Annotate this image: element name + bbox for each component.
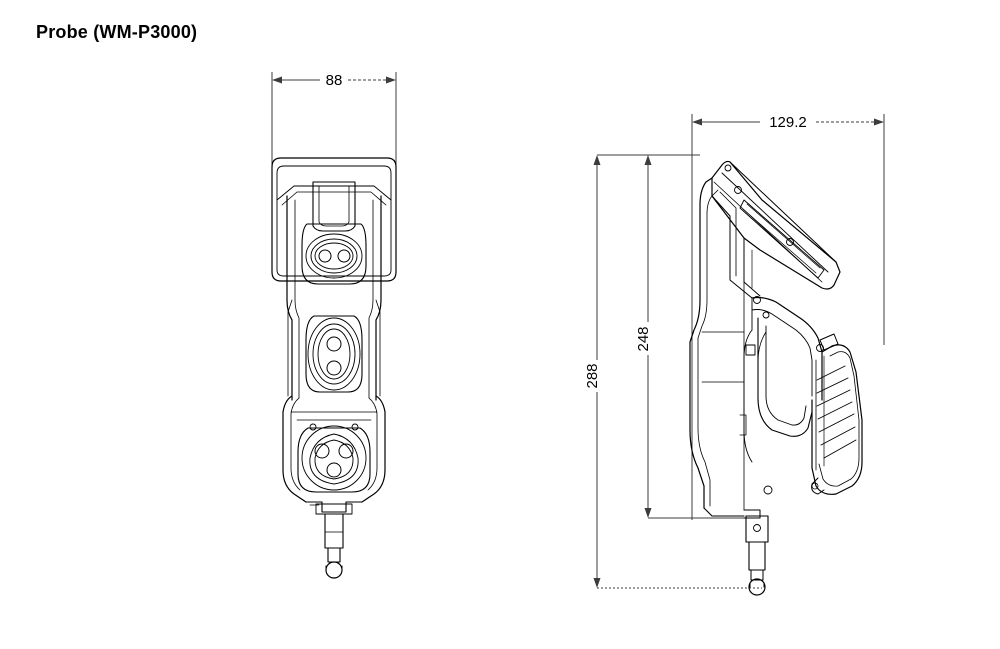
screen-panel: [739, 199, 825, 279]
lower-connector-ring-mid: [309, 433, 359, 485]
arrowhead-bottom: [644, 508, 652, 518]
body-screw-3: [816, 344, 824, 352]
screen-line-2: [742, 208, 817, 274]
head-side-inner: [719, 191, 737, 277]
base-left: [703, 507, 745, 517]
waist-left: [287, 299, 293, 397]
body-left-contour-inner: [697, 189, 719, 507]
lower-connector-pin-3: [326, 462, 342, 478]
top-plate-outline: [271, 157, 397, 282]
probe-shaft-side-lower: [750, 569, 764, 581]
arrowhead-top: [593, 155, 601, 165]
dimension-label-129-2: 129.2: [769, 114, 807, 131]
clip-tab: [312, 181, 356, 232]
body-right-inner-lower: [367, 397, 378, 491]
guard-loop-outer: [757, 317, 813, 437]
body-left-edge-lower: [282, 395, 307, 503]
mid-connector-boss: [305, 315, 363, 393]
base-collar-top: [743, 509, 761, 519]
probe-shaft: [324, 513, 344, 549]
probe-shaft-lower: [327, 547, 341, 563]
arrowhead-top: [644, 155, 652, 165]
probe-tip: [325, 561, 343, 579]
guard-loop-inner: [765, 325, 807, 426]
body-button: [745, 344, 756, 356]
mid-connector-pin-1: [326, 336, 342, 352]
guard-upper-outer: [751, 296, 823, 401]
body-left-inner-lower: [290, 397, 301, 491]
head-side-edge: [711, 195, 753, 299]
lower-connector-pin-2: [338, 443, 354, 459]
probe-tip-side-shoulders: [749, 582, 765, 588]
grip-inner: [818, 351, 860, 487]
guard-upper-inner: [751, 309, 813, 397]
body-screw-2: [762, 311, 770, 319]
body-left-contour: [689, 177, 713, 509]
page-title: Probe (WM-P3000): [36, 22, 198, 42]
grip-outline: [811, 344, 863, 495]
grip-top-knob: [819, 333, 839, 351]
head-button: [724, 164, 732, 172]
collar-screw: [753, 524, 761, 532]
dimension-label-88: 88: [326, 72, 343, 89]
lower-connector-pin-1: [314, 443, 330, 459]
head-bevel-inner: [281, 191, 387, 206]
lower-connector-dot-right: [351, 423, 359, 431]
probe-shaft-side: [748, 541, 766, 571]
lower-connector-dot-left: [309, 423, 317, 431]
head-top-edge: [729, 161, 837, 263]
lower-connector-ring-inner: [314, 439, 354, 480]
top-plate-inner: [276, 165, 392, 277]
lower-connector-boss: [297, 427, 371, 493]
upper-connector-pin-1: [318, 249, 332, 263]
head-bevel: [276, 185, 392, 201]
base-collar: [745, 515, 769, 543]
mid-connector-pin-2: [326, 360, 342, 376]
upper-connector-boss: [301, 223, 367, 285]
mid-connector-ring-inner: [317, 328, 351, 380]
grip-bottom-knob: [811, 477, 825, 495]
lower-connector-ring-outer: [301, 425, 367, 491]
body-right-edge-lower: [361, 395, 386, 503]
guard-front-edge: [743, 329, 753, 463]
side-view: [689, 160, 863, 596]
head-screw-2: [786, 238, 794, 246]
display-head-outline: [711, 160, 841, 290]
arrowhead-left: [692, 118, 702, 126]
upper-connector-ring-mid: [310, 238, 358, 274]
bottom-skirt: [305, 501, 363, 513]
front-view: [271, 157, 397, 579]
dimension-width-88: 88: [271, 72, 397, 170]
body-screw-1: [753, 296, 761, 304]
grip-ridges: [816, 365, 857, 459]
dimension-label-248: 248: [635, 326, 652, 351]
mid-connector-ring-outer: [307, 317, 361, 391]
dimension-height-288: 288: [584, 154, 762, 589]
arrowhead-left: [272, 76, 282, 84]
grip-bottom-screw: [811, 482, 819, 490]
upper-connector-ring-outer: [305, 233, 363, 279]
head-screw-1: [734, 186, 742, 194]
mid-connector-ring-mid: [312, 323, 356, 385]
waist-right: [375, 299, 381, 397]
screen-line-1: [746, 203, 821, 269]
body-right-inner-upper: [368, 199, 374, 399]
upper-connector-pin-2: [337, 249, 351, 263]
body-detail-tab: [739, 414, 747, 436]
upper-connector-ring-inner: [314, 242, 354, 270]
body-screw-4: [763, 485, 773, 495]
head-top-edge-2: [721, 172, 829, 273]
arrowhead-bottom: [593, 578, 601, 588]
dimension-depth-129-2: 129.2: [691, 114, 885, 520]
body-left-inner-upper: [294, 199, 300, 399]
probe-tip-side: [748, 578, 766, 596]
arrowhead-right: [874, 118, 884, 126]
arrowhead-right: [386, 76, 396, 84]
dimension-height-248: 248: [635, 155, 756, 519]
trigger-edge: [757, 331, 767, 401]
probe-tip-shoulders: [325, 565, 343, 571]
dimension-label-288: 288: [584, 363, 601, 388]
